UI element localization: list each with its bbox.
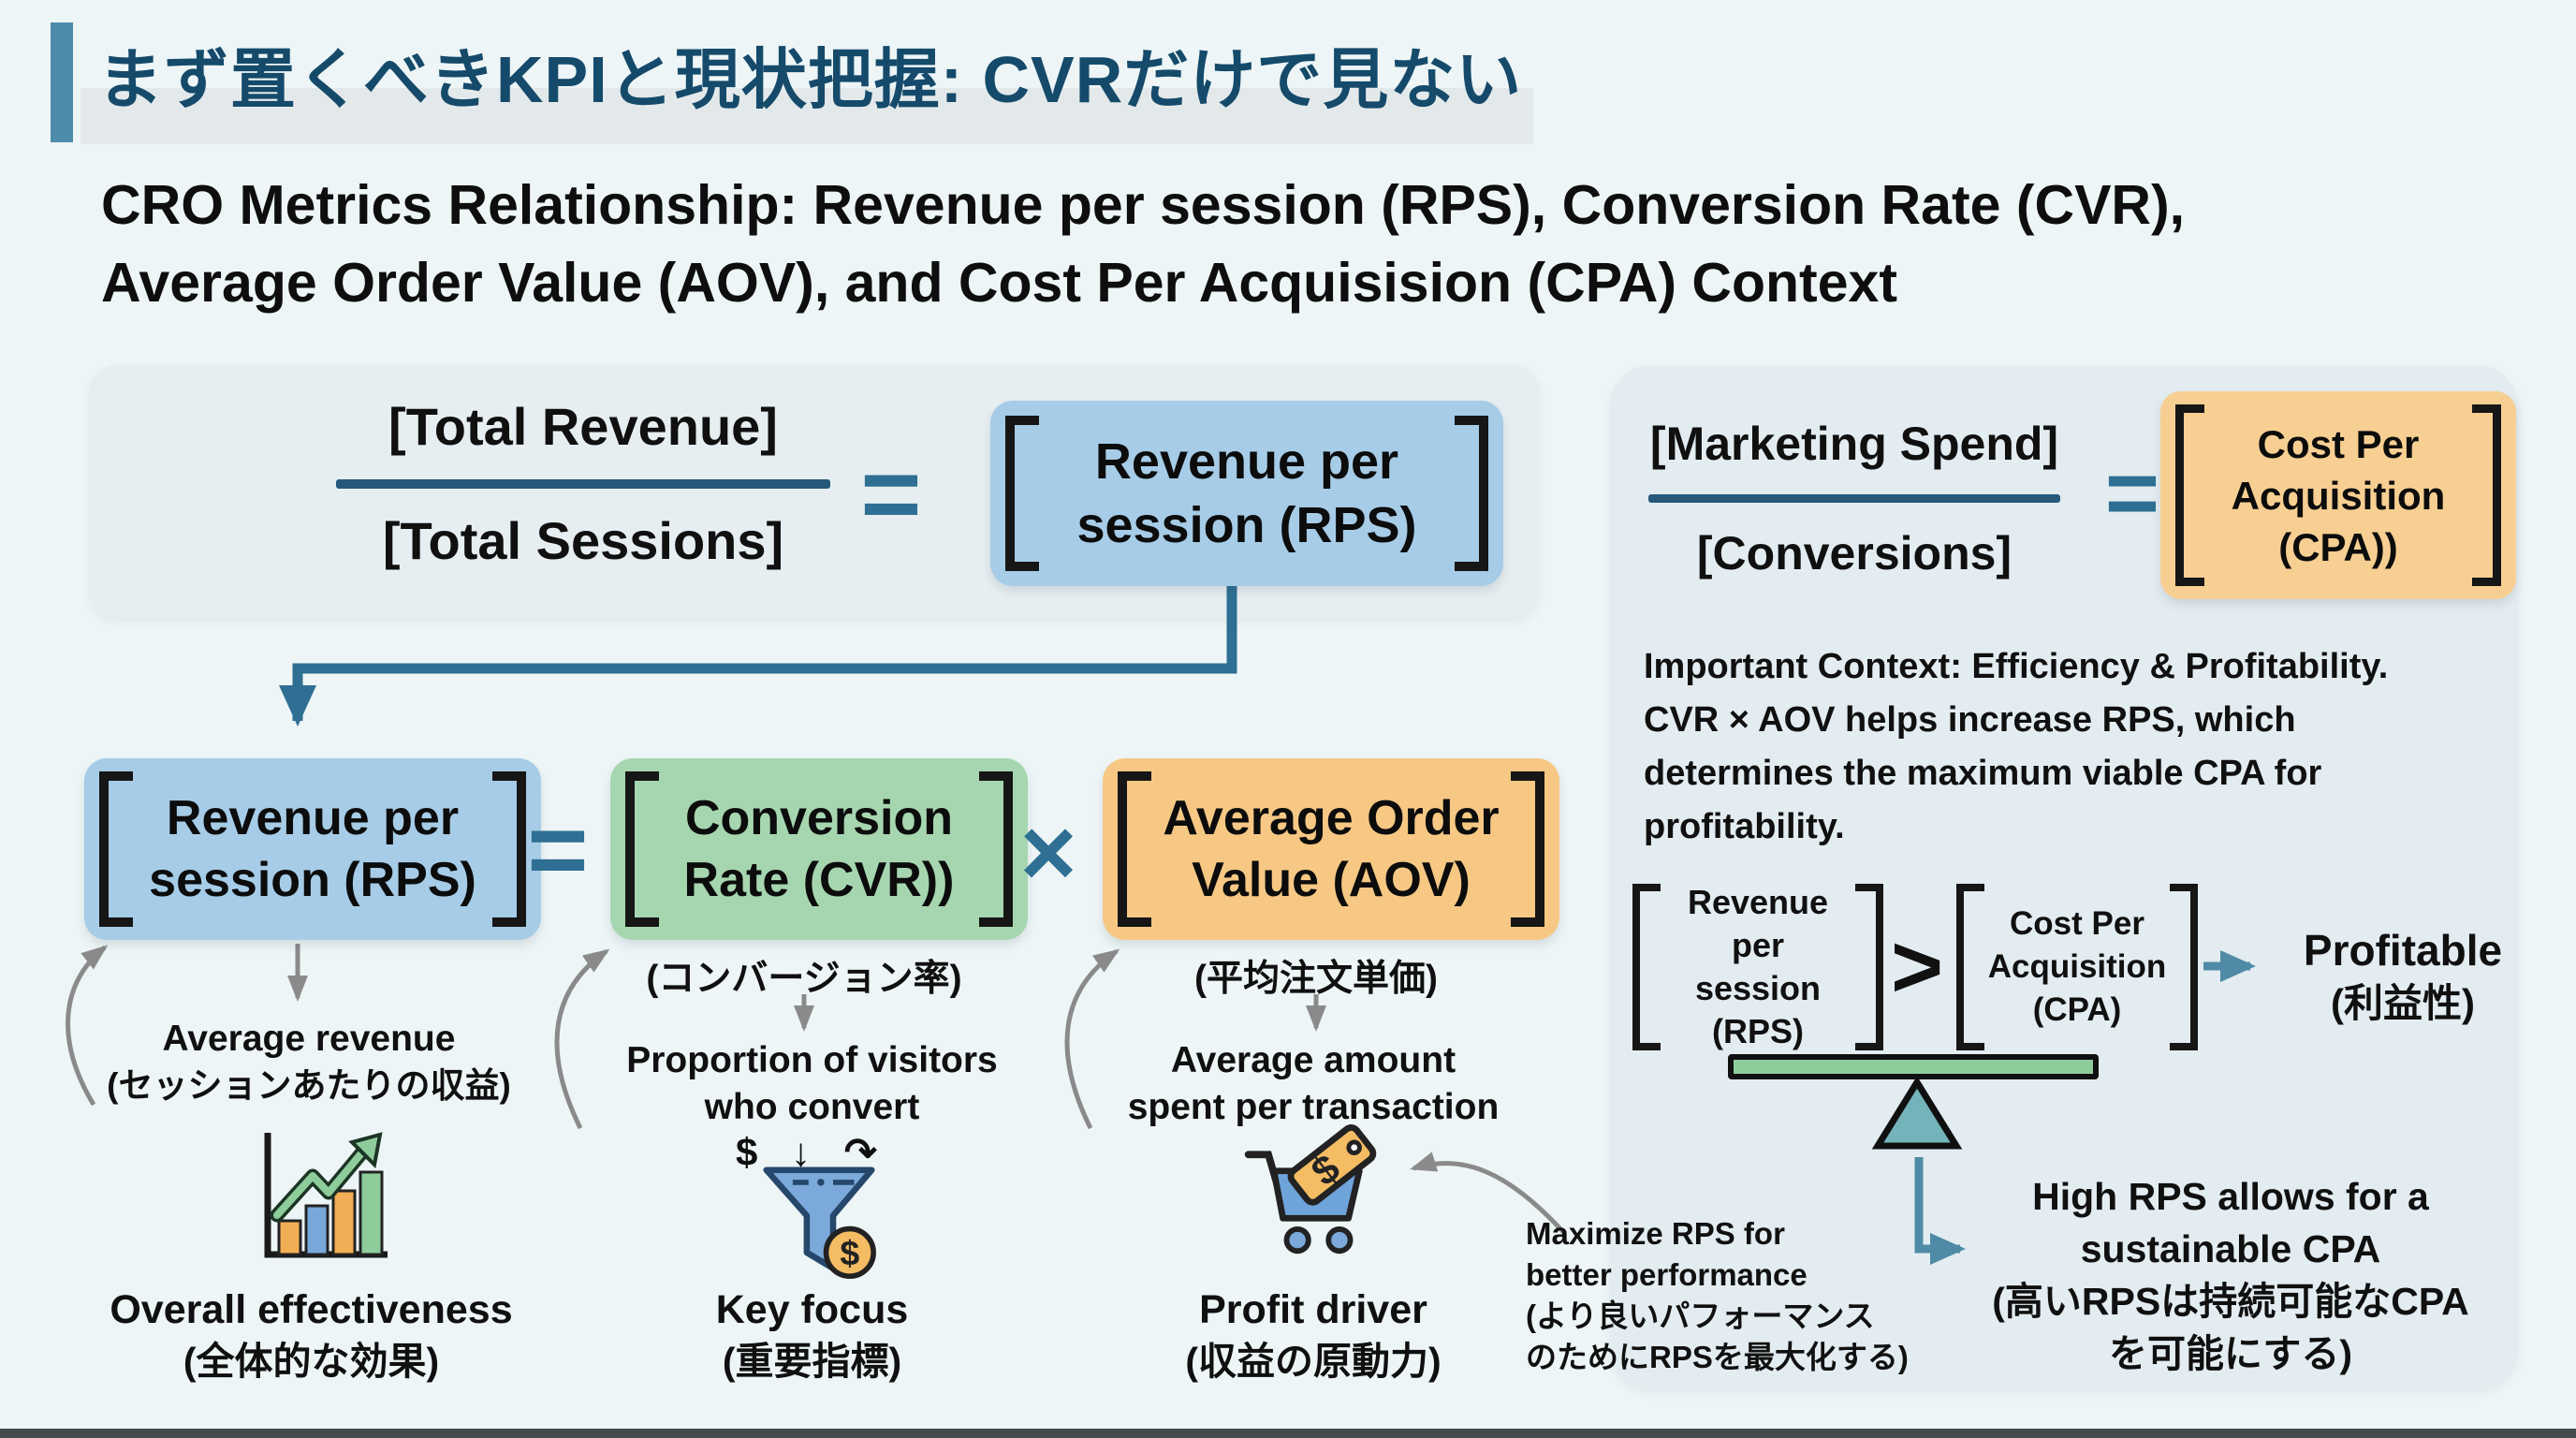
bracket-right: [979, 771, 1013, 927]
bracket-left: [1632, 884, 1661, 1050]
rps-formula: [Total Revenue] [Total Sessions]: [248, 382, 918, 586]
greater-than-sign: >: [1890, 917, 1944, 1017]
bracket-right: [2472, 404, 2501, 586]
multiply-sign: ×: [1019, 799, 1077, 907]
cpa-formula: [Marketing Spend] [Conversions]: [1620, 401, 2088, 596]
scan-artifact-strip: [0, 1429, 2576, 1438]
slide-subtitle: CRO Metrics Relationship: Revenue per se…: [101, 167, 2185, 322]
rps-caption: Overall effectiveness (全体的な効果): [110, 1287, 513, 1383]
rps-result-box: Revenue per session (RPS): [990, 401, 1503, 586]
bracket-left: [1956, 884, 1984, 1050]
rps-formula-denominator: [Total Sessions]: [382, 511, 784, 570]
bracket-right: [1511, 771, 1544, 927]
high-rps-note: High RPS allows for a sustainable CPA (高…: [1992, 1175, 2469, 1375]
shopping-cart-tag-icon: $: [1244, 1124, 1377, 1255]
aov-description: Average amount spent per transaction: [1127, 1040, 1500, 1127]
equals-sign: =: [2104, 441, 2160, 546]
cpa-comparison-group: Cost Per Acquisition (CPA): [1953, 884, 2202, 1050]
cvr-box: Conversion Rate (CVR)): [610, 758, 1028, 940]
cpa-formula-denominator: [Conversions]: [1696, 527, 2012, 580]
bracket-right: [2170, 884, 2198, 1050]
funnel-dollar-icon: $: [763, 1167, 876, 1279]
title-accent-bar: [51, 22, 73, 142]
profitable-label: Profitable (利益性): [2303, 926, 2503, 1025]
rps-description: Average revenue (セッションあたりの収益): [107, 1019, 511, 1105]
equals-sign: =: [527, 791, 589, 908]
page-title: まず置くべきKPIと現状把握: CVRだけで見ない: [97, 43, 1523, 116]
bracket-left: [2175, 404, 2204, 586]
rps-formula-numerator: [Total Revenue]: [388, 397, 778, 456]
bracket-left: [1118, 771, 1151, 927]
fraction-bar: [336, 479, 830, 489]
cvr-box-label: Conversion Rate (CVR)): [683, 791, 955, 907]
cpa-result-label: Cost Per Acquisition (CPA)): [2231, 421, 2446, 569]
seesaw-plank: [1728, 1054, 2099, 1079]
rps-comparison-group: Revenue per session (RPS): [1629, 883, 1887, 1050]
title-highlight-band: [80, 88, 1533, 144]
important-context-text: Important Context: Efficiency & Profitab…: [1644, 647, 2389, 846]
rps-result-label: Revenue per session (RPS): [1076, 433, 1417, 553]
aov-box-label: Average Order Value (AOV): [1163, 791, 1500, 907]
dollar-down-redo-glyphs: $ ↓ ↷: [736, 1130, 888, 1174]
bracket-right: [1455, 416, 1488, 571]
aov-caption: Profit driver (収益の原動力): [1185, 1287, 1442, 1383]
bracket-right: [492, 771, 526, 927]
bracket-left: [625, 771, 659, 927]
cpa-result-box: Cost Per Acquisition (CPA)): [2160, 391, 2516, 599]
equals-sign: =: [860, 435, 922, 552]
cvr-japanese-sub: (コンバージョン率): [646, 959, 962, 999]
subtitle-line-2: Average Order Value (AOV), and Cost Per …: [101, 252, 1897, 314]
cvr-description: Proportion of visitors who convert: [626, 1040, 998, 1127]
bracket-right: [1855, 884, 1883, 1050]
bracket-left: [99, 771, 133, 927]
aov-japanese-sub: (平均注文単価): [1194, 959, 1438, 999]
subtitle-line-1: CRO Metrics Relationship: Revenue per se…: [101, 174, 2186, 236]
rps-comparison-label: Revenue per session (RPS): [1687, 883, 1829, 1050]
rps-box-label: Revenue per session (RPS): [149, 791, 476, 907]
fraction-bar: [1648, 494, 2060, 503]
svg-text:$: $: [840, 1233, 859, 1272]
maximize-rps-note: Maximize RPS for better performance (より良…: [1526, 1216, 1909, 1374]
aov-box: Average Order Value (AOV): [1103, 758, 1559, 940]
bracket-left: [1005, 416, 1039, 571]
cpa-formula-numerator: [Marketing Spend]: [1649, 418, 2059, 470]
rps-box: Revenue per session (RPS): [84, 758, 541, 940]
cpa-comparison-label: Cost Per Acquisition (CPA): [1987, 905, 2167, 1028]
bar-chart-growth-icon: [264, 1132, 388, 1258]
cvr-caption: Key focus (重要指標): [715, 1287, 909, 1383]
